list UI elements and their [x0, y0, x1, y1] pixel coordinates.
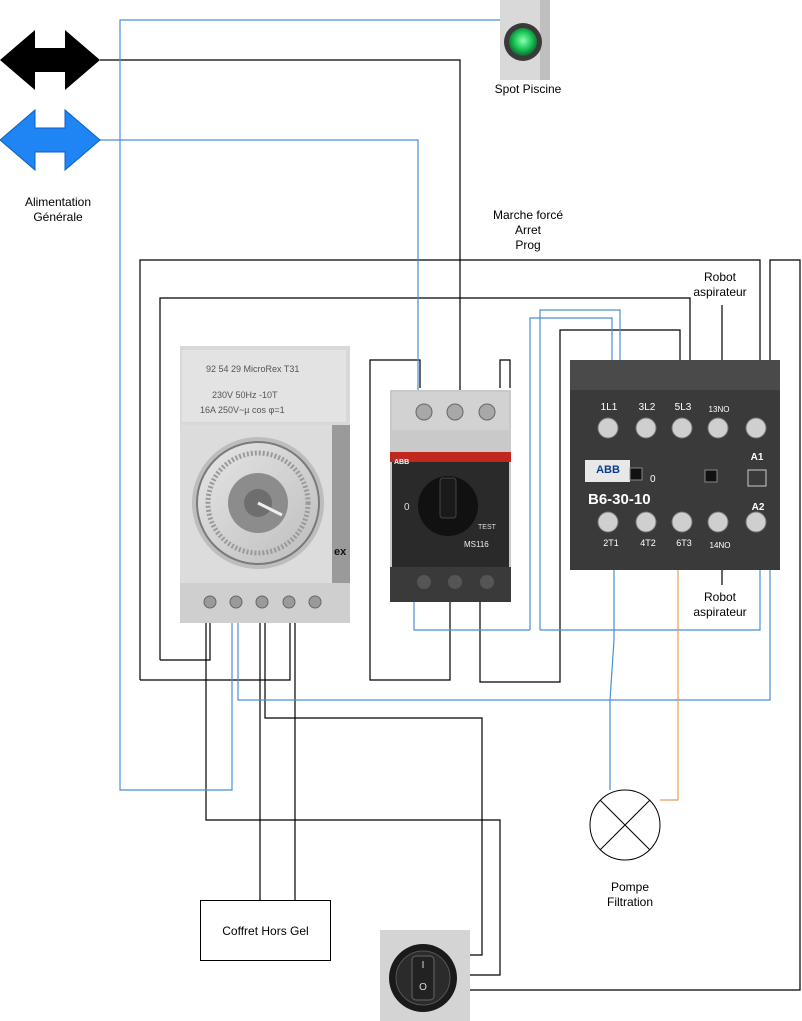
wire-black-main-feed	[100, 59, 461, 390]
wire-black-switch-return	[470, 259, 801, 991]
breaker-top-terminals	[415, 403, 496, 421]
coil-symbol-icon	[747, 469, 767, 487]
breaker-brand: ABB	[394, 459, 410, 466]
contactor-top-terminals	[597, 417, 767, 439]
black-wires	[100, 59, 801, 991]
spot-piscine-indicator	[500, 0, 550, 80]
timer-brand-fragment: ex	[334, 546, 347, 558]
breaker-model: MS116	[464, 540, 489, 549]
blue-wires	[100, 19, 771, 791]
timer-module	[180, 346, 350, 623]
contactor-module	[570, 360, 780, 570]
black-double-arrow-icon	[0, 30, 100, 90]
timer-ref: 92 54 29 MicroRex T31	[206, 364, 300, 374]
wire-black-breaker-right	[499, 359, 511, 388]
breaker-zero: 0	[404, 502, 410, 513]
timer-current: 16A 250V~µ cos φ=1	[200, 405, 285, 415]
green-light-icon	[509, 28, 537, 56]
robot-bottom-label: Robot aspirateur	[680, 590, 760, 620]
contactor-bottom-terminals	[597, 511, 767, 533]
breaker-red-band	[390, 452, 511, 462]
alimentation-line-1: Alimentation	[24, 195, 92, 209]
wire-blue-contactor-b	[529, 317, 613, 630]
pompe-lamp-symbol	[589, 789, 661, 861]
alimentation-label: Alimentation Générale	[0, 195, 116, 225]
mode-line-1: Marche forcé	[492, 208, 564, 222]
contactor-model: B6-30-10	[588, 491, 651, 508]
wire-black-mode-loop	[139, 259, 761, 680]
spot-piscine-label: Spot Piscine	[494, 82, 562, 96]
wire-blue-pompe	[609, 570, 615, 790]
contactor-zero: 0	[650, 474, 656, 485]
wire-blue-feed	[100, 139, 419, 390]
coffret-hors-gel-label: Coffret Hors Gel	[222, 923, 309, 938]
wire-blue-timer-bottom	[237, 570, 771, 701]
contactor-terminal-1l1: 1L1	[600, 402, 618, 413]
breaker-test: TEST	[478, 524, 496, 531]
breaker-bottom-terminals	[417, 575, 494, 589]
contactor-terminal-3l2: 3L2	[638, 402, 656, 413]
wire-black-timer-mode	[140, 622, 291, 681]
blue-double-arrow-icon	[0, 108, 101, 172]
coffret-hors-gel-box: Coffret Hors Gel	[200, 900, 331, 961]
switch-on-mark: I	[421, 960, 425, 971]
pompe-label: Pompe Filtration	[585, 880, 675, 910]
contactor-terminal-6t3: 6T3	[676, 538, 692, 548]
mode-label: Marche forcé Arret Prog	[468, 208, 588, 253]
robot-top-label: Robot aspirateur	[680, 270, 760, 300]
wire-blue-breaker-bottom	[413, 600, 530, 631]
contactor-terminal-a1: A1	[750, 452, 764, 463]
wire-black-breaker-left	[369, 359, 451, 681]
pompe-line-1: Pompe	[610, 880, 650, 894]
wire-blue-contactor-bottom	[540, 570, 761, 631]
breaker-module	[390, 390, 511, 602]
switch-off-mark: O	[419, 982, 427, 993]
robot-bottom-line-1: Robot	[703, 590, 737, 604]
contactor-terminal-5l3: 5L3	[674, 402, 692, 413]
rocker-switch	[380, 930, 470, 1021]
contactor-brand: ABB	[596, 464, 620, 476]
robot-bottom-line-2: aspirateur	[693, 605, 747, 619]
wire-black-timer-loop	[159, 297, 691, 660]
abb-logo-plate	[585, 460, 630, 482]
wire-blue-spot	[119, 19, 500, 791]
contactor-terminal-4t2: 4T2	[640, 538, 656, 548]
timer-terminals	[203, 595, 322, 609]
timer-voltage: 230V 50Hz -10T	[212, 390, 278, 400]
wire-black-timer-out	[160, 622, 211, 661]
wire-black-breaker-contactor	[479, 329, 681, 683]
pompe-line-2: Filtration	[606, 895, 653, 909]
contactor-terminal-2t1: 2T1	[603, 538, 619, 548]
wire-black-switch-a	[205, 622, 501, 976]
contactor-terminal-14no: 14NO	[709, 541, 731, 550]
wire-black-switch-b	[264, 622, 483, 956]
robot-top-line-1: Robot	[703, 270, 737, 284]
contactor-terminal-a2: A2	[751, 502, 765, 513]
robot-top-line-2: aspirateur	[693, 285, 747, 299]
wire-orange-pompe	[660, 570, 679, 801]
mode-line-3: Prog	[515, 238, 541, 252]
wire-blue-contactor-a	[539, 309, 621, 630]
mode-line-2: Arret	[514, 223, 541, 237]
contactor-terminal-13no: 13NO	[708, 405, 730, 414]
alimentation-line-2: Générale	[33, 210, 83, 224]
